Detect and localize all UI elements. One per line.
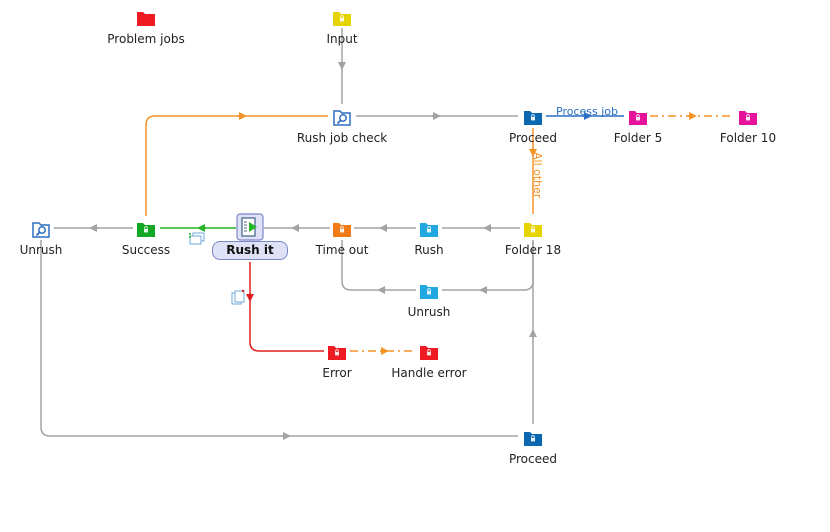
node-label: Rush job check [296, 131, 388, 145]
folder-lock-icon [523, 107, 543, 127]
node-success[interactable]: Success [86, 219, 206, 263]
script-app-icon [236, 213, 264, 241]
check-app-icon [31, 219, 51, 239]
connection-rush-it-to-error[interactable] [249, 262, 324, 352]
node-label: Folder 10 [719, 131, 777, 145]
node-label: Proceed [508, 131, 558, 145]
node-rush-job-check[interactable]: Rush job check [282, 107, 402, 151]
node-unrush-left[interactable]: Unrush [0, 219, 101, 263]
node-label: Time out [315, 243, 369, 257]
folder-lock-icon [332, 219, 352, 239]
node-proceed-bottom[interactable]: Proceed [473, 428, 593, 472]
node-problem-jobs[interactable]: Problem jobs [86, 8, 206, 52]
folder-lock-icon [628, 107, 648, 127]
node-label: Proceed [508, 452, 558, 466]
node-label: Problem jobs [107, 32, 185, 46]
folder-lock-icon [738, 107, 758, 127]
node-label: Unrush [19, 243, 63, 257]
node-label: Unrush [407, 305, 451, 319]
folder-lock-icon [523, 219, 543, 239]
connection-unrush-to-proceed[interactable] [40, 240, 518, 437]
node-label: Input [326, 32, 358, 46]
node-rush-it[interactable]: Rush it [190, 213, 310, 263]
node-time-out[interactable]: Time out [282, 219, 402, 263]
node-label: Folder 5 [613, 131, 663, 145]
folder-lock-icon [419, 219, 439, 239]
connection-unrush-to-time-out[interactable] [341, 240, 416, 291]
folder-lock-icon [136, 219, 156, 239]
folder-lock-icon [327, 342, 347, 362]
folder-icon [136, 8, 156, 28]
check-app-icon [332, 107, 352, 127]
node-rush[interactable]: Rush [369, 219, 489, 263]
folder-lock-icon [523, 428, 543, 448]
node-label: Rush [414, 243, 444, 257]
folder-lock-icon [332, 8, 352, 28]
node-label: Handle error [391, 366, 467, 380]
node-unrush-mid[interactable]: Unrush [369, 281, 489, 325]
connection-success-to-rush-job-check[interactable] [145, 115, 328, 216]
node-label: Folder 18 [504, 243, 562, 257]
node-label: Rush it [212, 241, 288, 260]
node-input[interactable]: Input [282, 8, 402, 52]
edge-label-all-other: All other [531, 152, 544, 199]
node-folder-5[interactable]: Folder 5 [578, 107, 698, 151]
node-proceed-top[interactable]: Proceed [473, 107, 593, 151]
folder-lock-icon [419, 281, 439, 301]
node-error[interactable]: Error [277, 342, 397, 386]
folder-lock-icon [419, 342, 439, 362]
node-label: Error [322, 366, 352, 380]
edge-label-process-job: Process job [556, 105, 618, 118]
node-folder-18[interactable]: Folder 18 [473, 219, 593, 263]
node-handle-error[interactable]: Handle error [369, 342, 489, 386]
node-folder-10[interactable]: Folder 10 [688, 107, 808, 151]
node-label: Success [121, 243, 171, 257]
output-properties-icon[interactable] [189, 232, 205, 245]
error-properties-icon[interactable] [231, 289, 245, 305]
